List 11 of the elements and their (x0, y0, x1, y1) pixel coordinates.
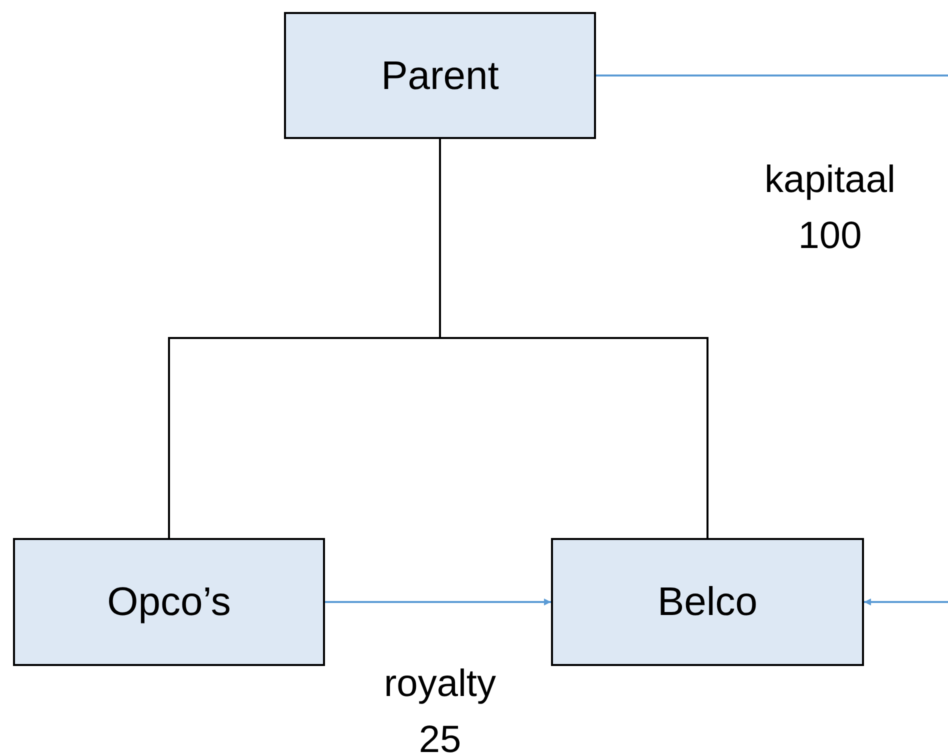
entity-name: Belco (657, 579, 758, 626)
arrow (325, 598, 551, 606)
entity-box (551, 538, 864, 666)
entity-box (284, 12, 596, 139)
arrow (864, 598, 948, 606)
edge-label: kapitaal 100 (764, 158, 896, 259)
connector-line (596, 74, 948, 76)
entity-name: Opco’s (107, 579, 231, 626)
entity-box (13, 538, 325, 666)
entity-name: Parent (381, 52, 499, 100)
edge-label: royalty 25 (383, 662, 497, 756)
